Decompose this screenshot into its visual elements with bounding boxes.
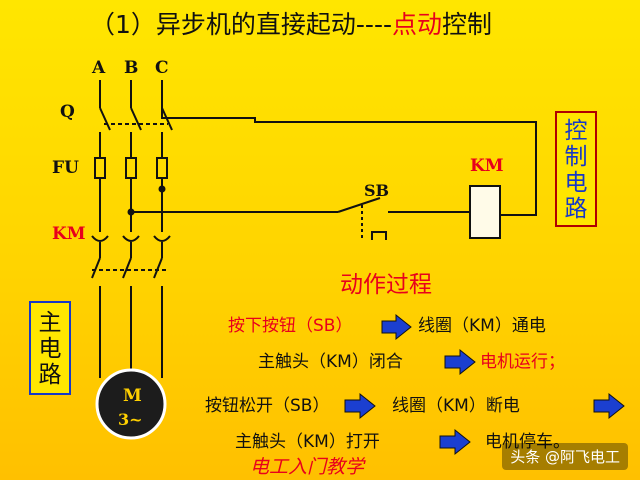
arrow-3 <box>344 392 376 420</box>
km-blade-b <box>122 257 132 279</box>
main-circuit-box <box>29 301 71 395</box>
watermark: 头条 @阿飞电工 <box>502 443 628 470</box>
phase-label-a: A <box>92 58 106 78</box>
process-line3-a: 按钮松开（SB） <box>205 396 330 416</box>
process-line4-b: 电机停车。 <box>485 432 570 452</box>
km-contact-b <box>122 235 140 242</box>
km-blade-c <box>153 257 163 279</box>
motor-phase: 3~ <box>118 410 143 429</box>
process-heading: 动作过程 <box>340 272 432 298</box>
control-circuit-box <box>555 111 597 227</box>
control-circuit-label: 控 制 电 路 <box>564 118 588 222</box>
footer-caption: 电工入门教学 <box>250 456 365 478</box>
process-line4-a: 主触头（KM）打开 <box>235 432 380 452</box>
coil-label: KM <box>470 156 504 176</box>
process-line1-a: 按下按钮（SB） <box>228 316 353 336</box>
km-coil <box>469 185 501 239</box>
main-contact-label: KM <box>52 224 86 244</box>
fuse-c <box>156 157 168 179</box>
arrow-1 <box>381 313 412 341</box>
q-blade-a <box>99 107 111 131</box>
process-line1-b: 线圈（KM）通电 <box>418 316 546 336</box>
control-wire-top <box>161 108 537 216</box>
main-circuit-label: 主 电 路 <box>38 310 62 388</box>
fuse-b <box>125 157 137 179</box>
junction-b <box>127 208 135 216</box>
process-line2-b: 电机运行； <box>480 352 565 372</box>
arrow-4 <box>593 392 625 420</box>
fuse-a <box>94 157 106 179</box>
arrow-2 <box>444 348 476 376</box>
page-title: （1）异步机的直接起动----点动控制 <box>90 10 493 39</box>
process-line2-a: 主触头（KM）闭合 <box>258 352 403 372</box>
fuse-label: FU <box>52 158 79 178</box>
process-line3-b: 线圈（KM）断电 <box>392 396 520 416</box>
sb-label: SB <box>364 181 390 200</box>
switch-q-label: Q <box>60 102 75 122</box>
phase-label-b: B <box>124 58 139 78</box>
q-blade-b <box>130 107 142 131</box>
sb-button <box>371 231 387 240</box>
arrow-5 <box>439 428 471 456</box>
motor-circle <box>95 368 167 440</box>
km-contact-a <box>91 235 109 242</box>
sb-blade <box>337 197 381 213</box>
phase-label-c: C <box>155 58 169 78</box>
km-blade-a <box>91 257 101 279</box>
km-contact-c <box>153 235 171 242</box>
motor-name: M <box>123 386 142 406</box>
junction-c <box>158 185 166 193</box>
